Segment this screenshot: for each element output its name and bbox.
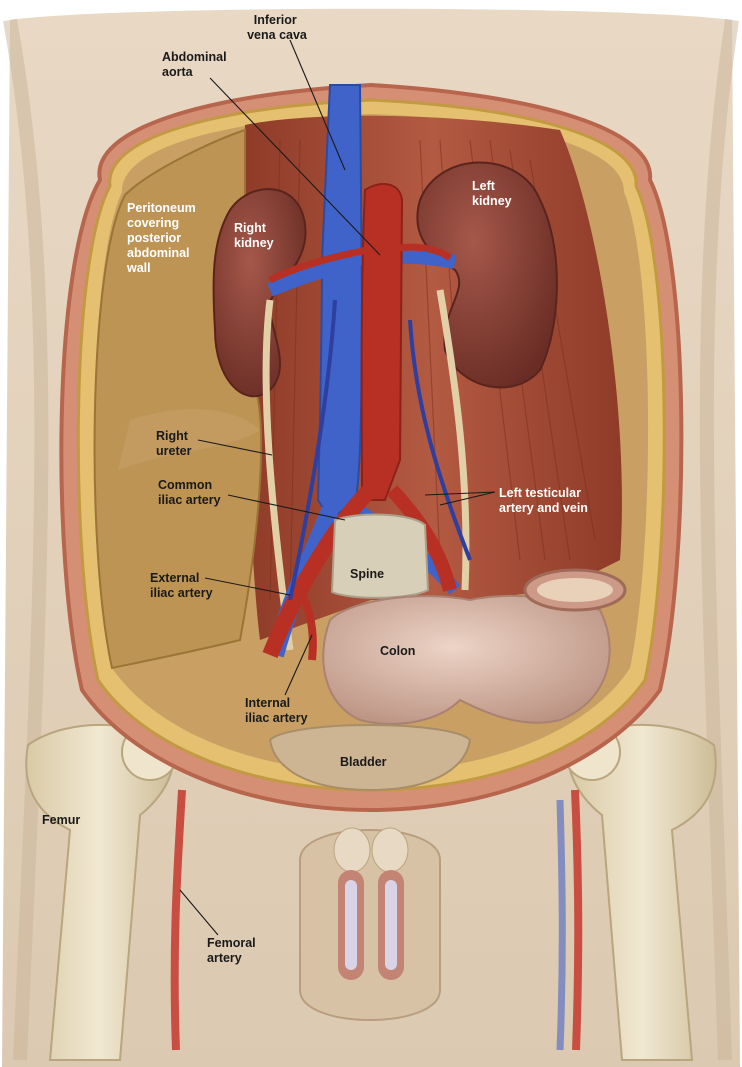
label-bladder: Bladder [340,755,387,769]
leader-external-iliac [204,577,291,596]
leader-internal-iliac [284,634,313,696]
leader-inferior-vena-cava [289,39,346,171]
sigmoid-colon [322,594,611,725]
label-inferior-vena-cava: Inferior vena cava [247,13,308,42]
left-kidney-shape [416,161,558,389]
renal-artery-right [268,246,369,284]
label-femur: Femur [42,813,80,827]
label-left-testicular: Left testicular artery and vein [499,486,588,515]
right-kidney-shape [212,188,307,398]
abdominal-aorta [360,183,404,501]
label-colon: Colon [380,644,415,658]
bladder-shape [268,724,472,792]
label-external-iliac-artery: External iliac artery [150,571,213,600]
label-femoral-artery: Femoral artery [207,936,259,965]
label-abdominal-aorta: Abdominal aorta [162,50,230,79]
label-leader-lines [179,39,496,936]
leader-common-iliac [227,494,346,521]
label-right-ureter: Right ureter [156,429,192,458]
femoral-vein-left [556,799,566,1051]
femoral-artery-right [170,789,186,1051]
internal-iliac-artery [296,588,317,661]
leader-left-testicular-2 [439,491,496,506]
spine-vertebra [330,513,430,599]
genital-region [299,827,441,1021]
leader-right-ureter [197,439,273,456]
leader-femoral-artery [179,889,219,936]
label-peritoneum: Peritoneum covering posterior abdominal … [126,201,199,275]
testicular-vessels-right [288,299,337,601]
label-common-iliac-artery: Common iliac artery [158,478,221,507]
label-right-kidney: Right kidney [234,221,274,250]
label-internal-iliac-artery: Internal iliac artery [245,696,308,725]
right-ureter [262,299,294,651]
label-spine: Spine [350,567,384,581]
leader-abdominal-aorta [209,77,381,256]
femoral-artery-left [571,789,583,1051]
common-iliac-artery-left [386,485,457,592]
renal-vein-right [267,261,341,297]
label-left-kidney: Left kidney [472,179,512,208]
renal-artery-left [397,243,453,261]
peritoneum-fold [118,409,260,470]
common-iliac-artery-right [262,484,376,658]
testicular-vessels-left [408,319,472,561]
leader-left-testicular-1 [424,491,496,496]
